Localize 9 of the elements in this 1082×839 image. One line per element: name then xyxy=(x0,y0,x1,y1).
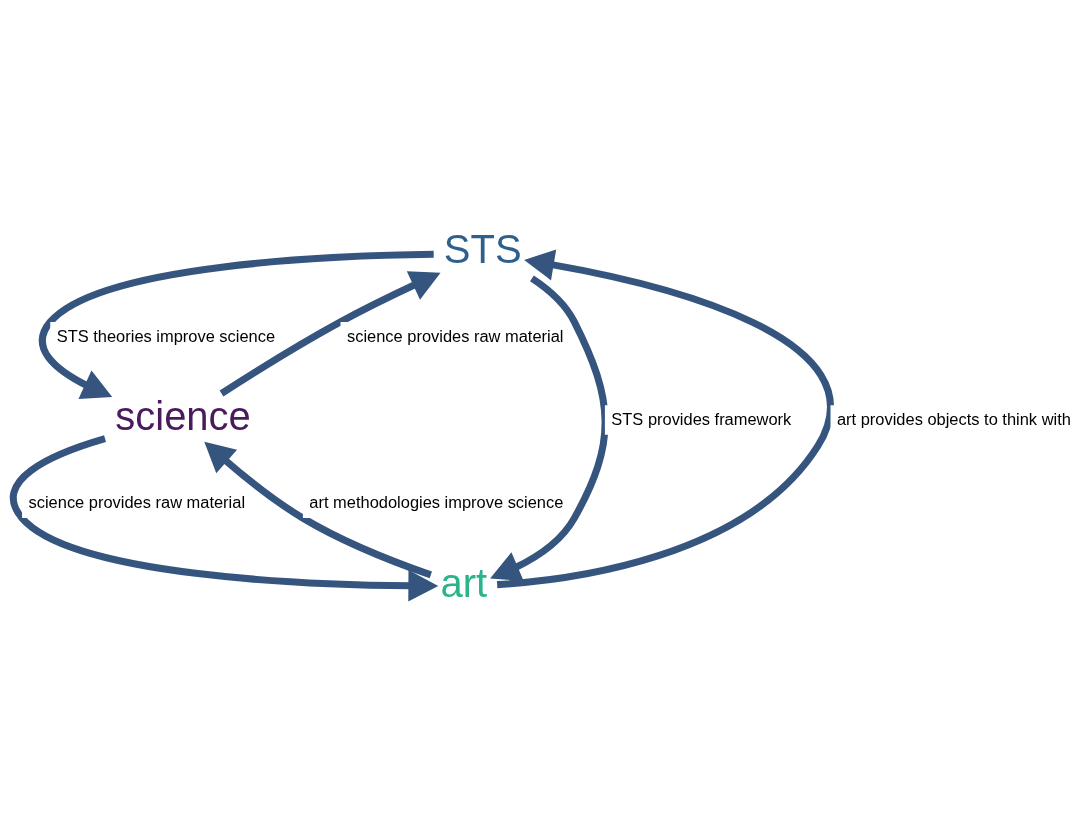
edge-label: art provides objects to think with xyxy=(836,409,1071,428)
edge-label: STS provides framework xyxy=(611,409,792,428)
edge-label: STS theories improve science xyxy=(56,326,276,345)
node-text: art xyxy=(440,560,488,605)
edge-label: science provides raw material xyxy=(346,326,564,345)
edge-label: science provides raw material xyxy=(28,492,246,511)
edge-label: art methodologies improve science xyxy=(309,492,564,511)
node-text: STS xyxy=(443,226,522,271)
node-text: science xyxy=(115,393,251,438)
